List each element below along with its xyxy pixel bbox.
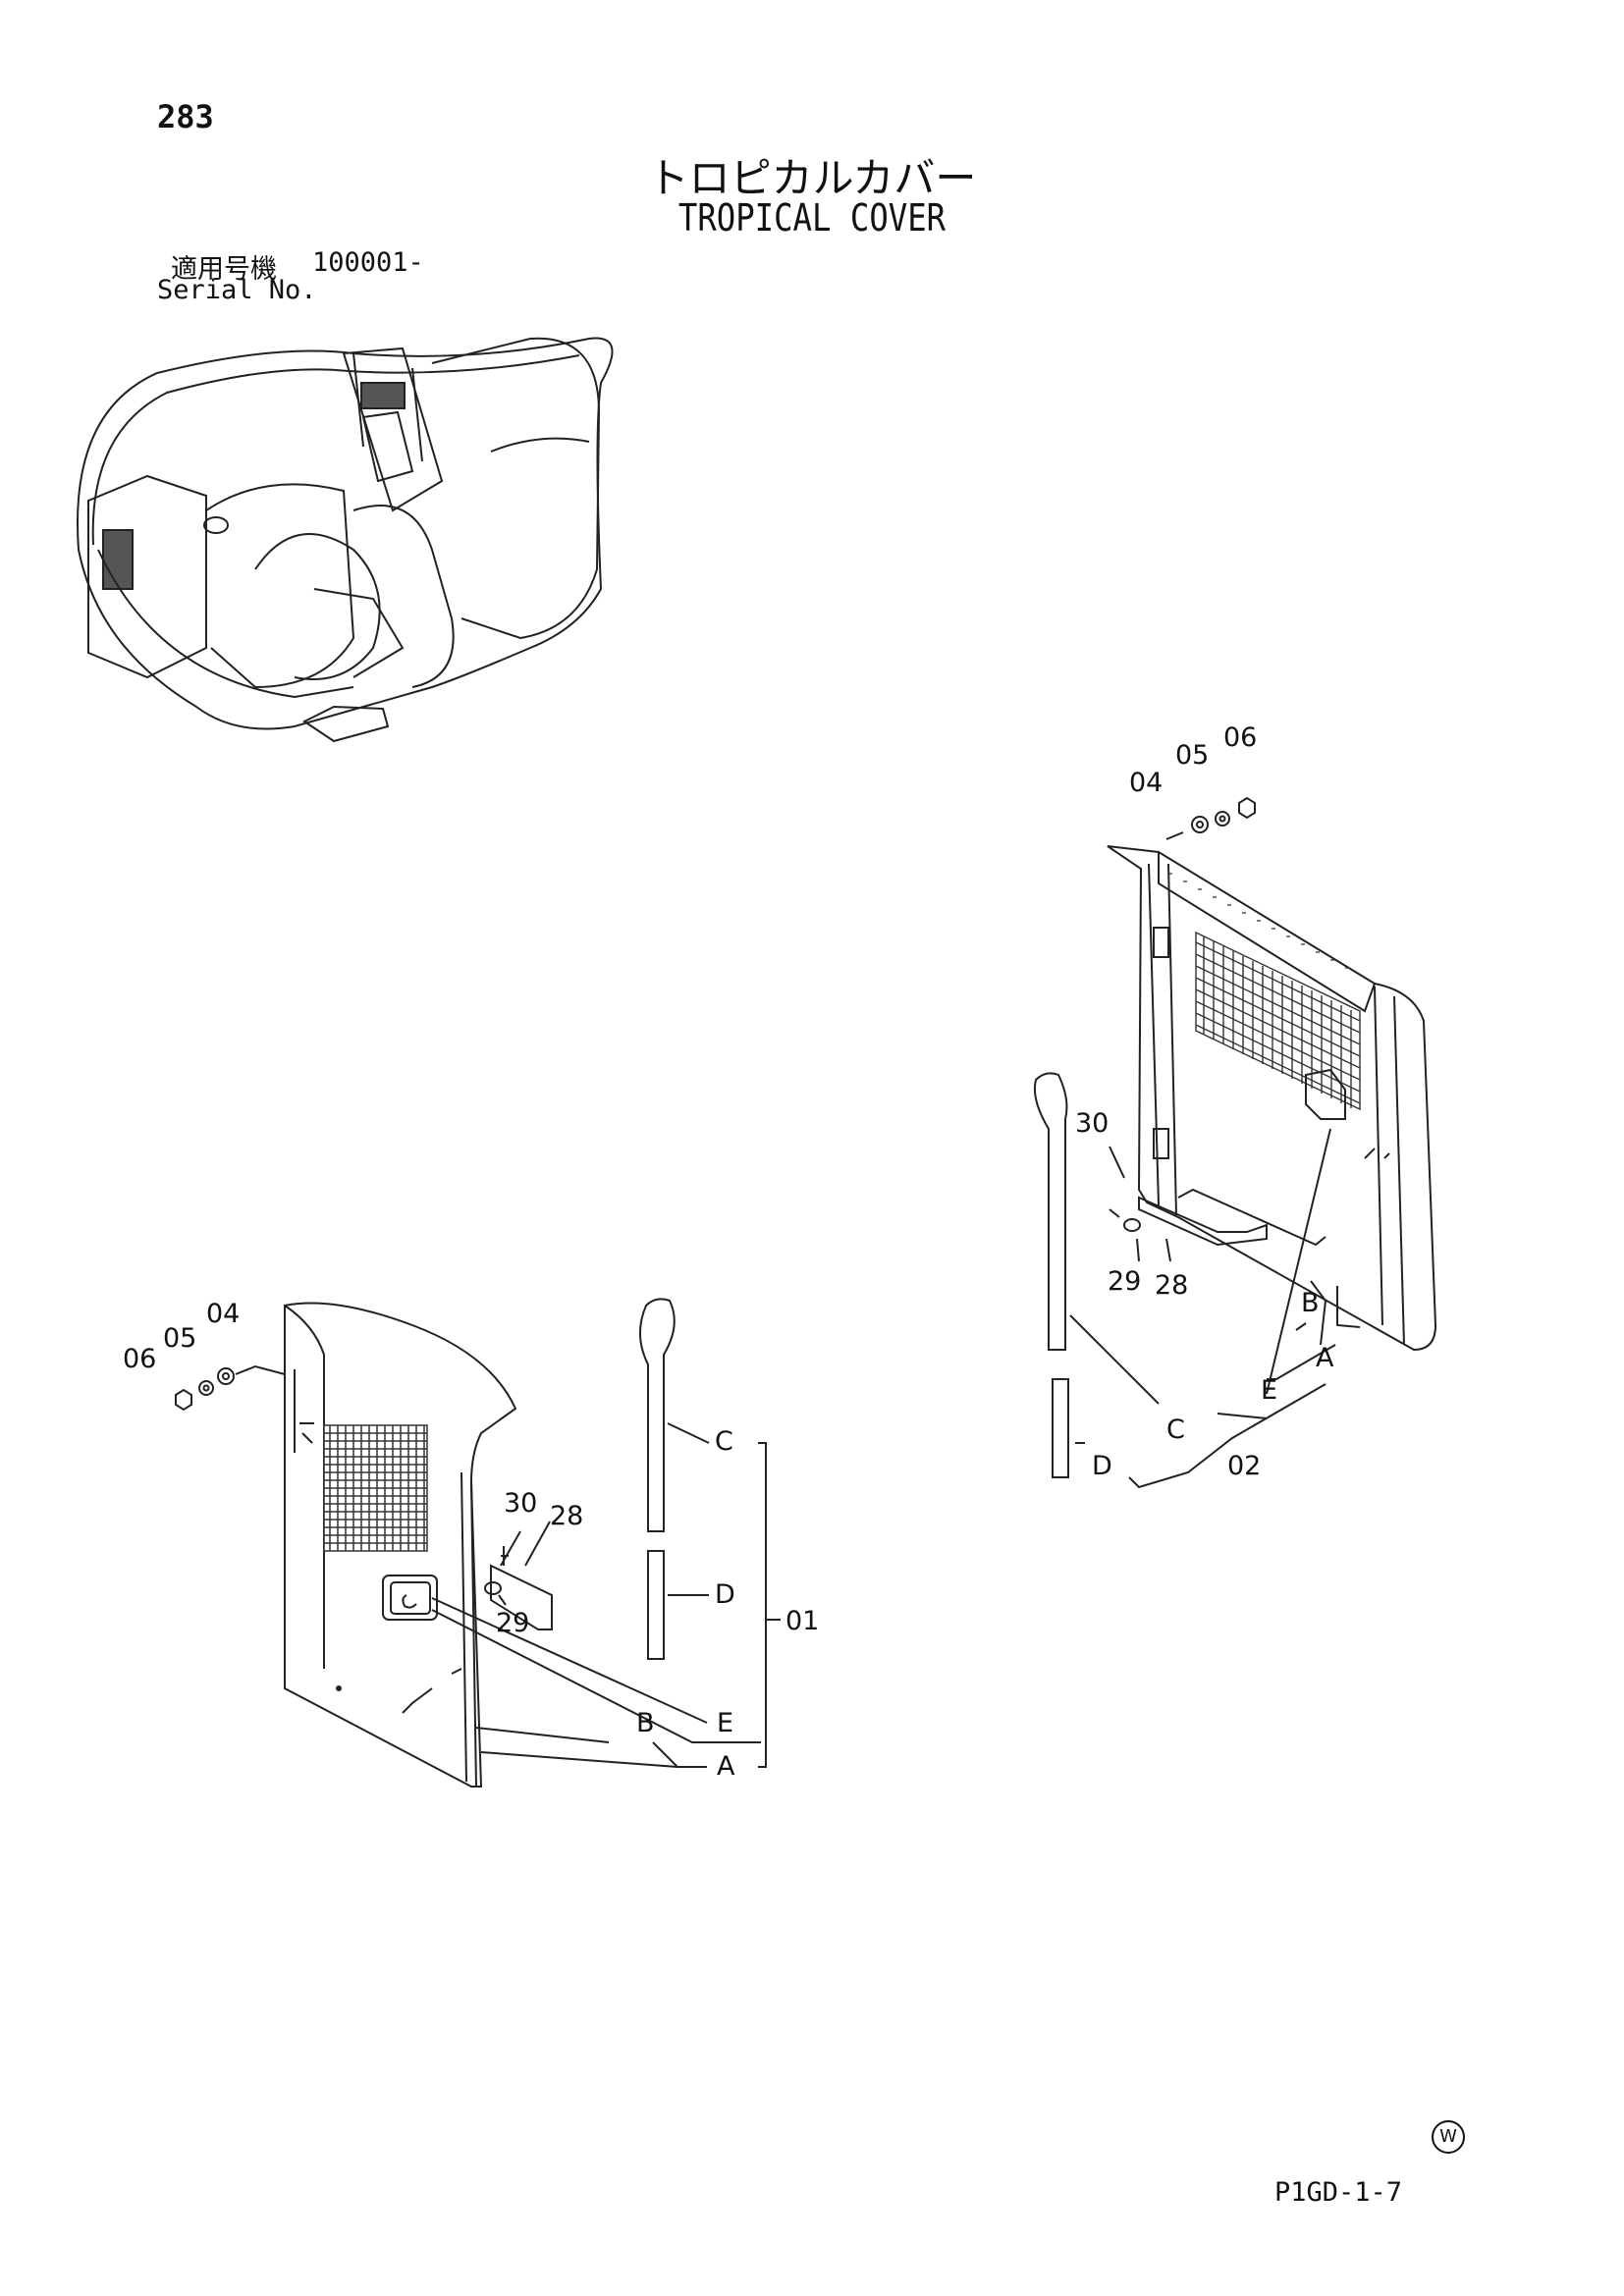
- callout-right-29: 29: [1108, 1266, 1141, 1297]
- callout-left-04: 04: [206, 1299, 240, 1329]
- callout-right-04: 04: [1129, 768, 1163, 798]
- page-code: P1GD-1-7: [1274, 2177, 1403, 2208]
- manufacturer-mark-icon: W: [1432, 2120, 1465, 2154]
- callout-left-28: 28: [550, 1501, 583, 1531]
- callout-right-30: 30: [1075, 1108, 1109, 1139]
- callout-right-a: A: [1316, 1343, 1334, 1373]
- page-number: 283: [157, 98, 214, 135]
- serial-label-japanese: 適用号機: [171, 254, 277, 285]
- callout-left-e: E: [717, 1708, 733, 1738]
- callout-left-05: 05: [163, 1323, 196, 1354]
- callout-right-28: 28: [1155, 1270, 1188, 1301]
- callout-left-d: D: [715, 1579, 735, 1610]
- callout-right-e: E: [1261, 1375, 1277, 1406]
- callout-left-06: 06: [123, 1344, 156, 1374]
- callout-left-30: 30: [504, 1488, 537, 1519]
- callout-right-c: C: [1166, 1415, 1185, 1445]
- callout-right-02: 02: [1227, 1451, 1261, 1481]
- callout-right-06: 06: [1223, 722, 1257, 753]
- callout-labels: 04 05 06 30 28 29 C D 01 B E A 04 05 06 …: [123, 722, 1334, 1782]
- serial-label-english: Serial No.: [157, 275, 317, 305]
- callout-right-05: 05: [1175, 740, 1209, 771]
- callout-left-29: 29: [496, 1608, 529, 1638]
- callout-left-c: C: [715, 1426, 733, 1457]
- page-title-japanese: トロピカルカバー: [647, 154, 977, 202]
- left-cover-assembly: [175, 1298, 781, 1788]
- serial-number-value: 100001-: [312, 247, 424, 278]
- callout-right-b: B: [1301, 1288, 1320, 1318]
- machine-overview-illustration: [77, 337, 614, 743]
- page-title-english: TROPICAL COVER: [677, 196, 947, 240]
- callout-right-d: D: [1092, 1451, 1112, 1481]
- callout-left-01: 01: [785, 1606, 819, 1636]
- callout-left-a: A: [717, 1751, 735, 1782]
- callout-left-b: B: [636, 1708, 655, 1738]
- right-cover-assembly: [1033, 796, 1437, 1489]
